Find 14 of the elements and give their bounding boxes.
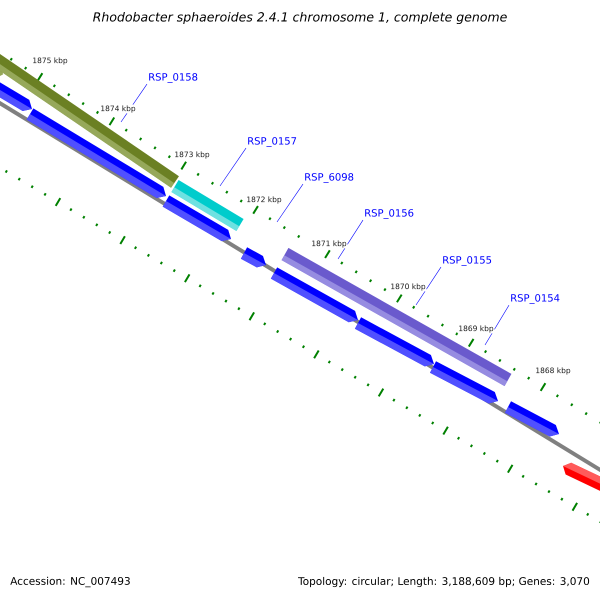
- gene-label: RSP_0156: [365, 209, 414, 219]
- gene-label: RSP_0155: [443, 256, 492, 266]
- accession-label: Accession: NC_007493: [10, 576, 130, 588]
- title: Rhodobacter sphaeroides 2.4.1 chromosome 1, complete genome: [93, 12, 507, 24]
- gene-label: RSP_6098: [305, 173, 354, 183]
- genome-info-label: Topology: circular; Length: 3,188,609 bp; Genes: 3,070: [298, 576, 590, 588]
- leader-line: [484, 304, 510, 346]
- leader-line: [220, 148, 246, 186]
- leader-line: [276, 184, 304, 222]
- gene-label: RSP_0158: [149, 73, 198, 83]
- leader-line: [416, 266, 442, 306]
- gene-label: RSP_0154: [511, 294, 560, 304]
- gene-label: RSP_0157: [248, 137, 296, 147]
- leader-line: [338, 220, 364, 260]
